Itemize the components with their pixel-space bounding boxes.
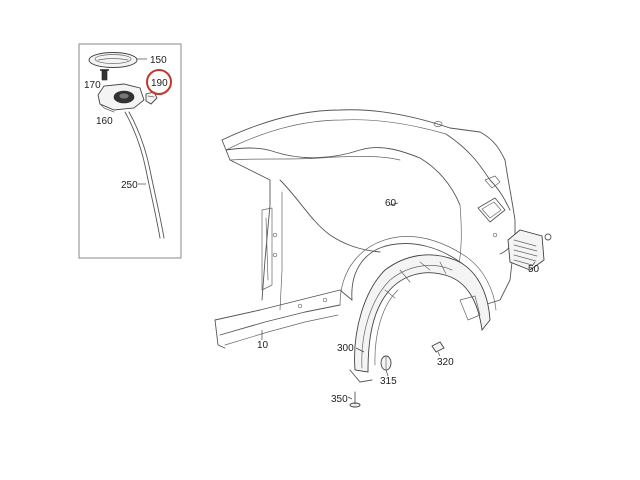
callout-150: 150 xyxy=(150,55,167,66)
callout-170: 170 xyxy=(84,80,101,91)
callout-300: 300 xyxy=(337,343,354,354)
highlight-circle xyxy=(146,69,172,95)
callout-50: 50 xyxy=(528,264,540,275)
screw-part xyxy=(100,69,109,81)
callout-250: 250 xyxy=(121,180,138,191)
drain-hose-part xyxy=(124,111,165,239)
liner-clip-part xyxy=(380,355,392,377)
fuel-flap-cover-part xyxy=(88,52,147,68)
callout-10: 10 xyxy=(257,340,269,351)
inset-box xyxy=(78,43,182,259)
rivet-part xyxy=(431,341,445,357)
callout-320: 320 xyxy=(437,357,454,368)
screw-bottom-part xyxy=(347,391,361,408)
callout-350: 350 xyxy=(331,394,348,405)
rear-quarter-panel-part xyxy=(214,109,516,349)
wheel-arch-liner-part xyxy=(349,254,491,383)
callout-160: 160 xyxy=(96,116,113,127)
vent-grille-part xyxy=(507,229,552,271)
callout-190: 190 xyxy=(151,78,168,89)
callout-60: 60 xyxy=(385,198,397,209)
fuel-filler-housing-part xyxy=(97,83,145,113)
callout-315: 315 xyxy=(380,376,397,387)
